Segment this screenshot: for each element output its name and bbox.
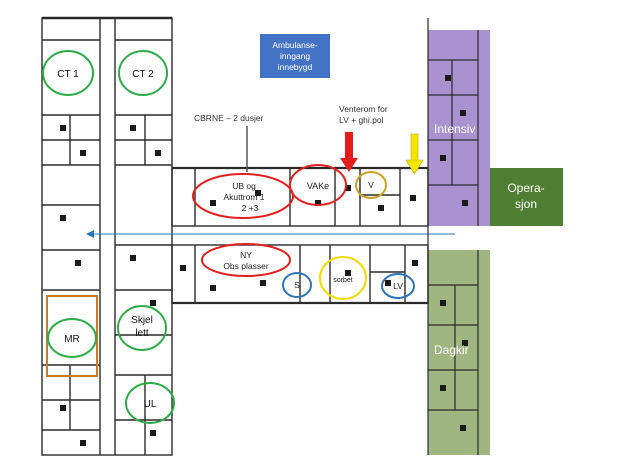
intensiv-label: Intensiv — [434, 122, 475, 136]
fixture-marks — [60, 75, 468, 446]
mr-label: MR — [64, 334, 80, 345]
lv-label: LV — [393, 281, 403, 291]
ct2-circle — [118, 50, 168, 96]
ct2-label: CT 2 — [132, 69, 154, 80]
dagkir-label: Dagkir — [434, 343, 469, 357]
intensiv-zone — [428, 30, 490, 226]
mr-circle — [47, 318, 97, 358]
ct1-label: CT 1 — [57, 69, 79, 80]
ul-circle — [125, 382, 175, 424]
ub-line1: UB og — [232, 181, 256, 191]
v-label: V — [368, 180, 374, 190]
red-arrow-icon — [340, 132, 358, 172]
skjel-label-line1: Skjel — [131, 315, 153, 326]
ub-akuttrom-circle — [192, 173, 294, 219]
cbrne-label: CBRNE – 2 dusjer — [194, 113, 264, 123]
v-circle — [355, 171, 387, 199]
callout-line3: innebygd — [278, 62, 313, 72]
ny-obs-circle — [201, 243, 291, 277]
ub-line2: Akuttrom 1 — [223, 192, 264, 202]
ambulance-callout-box — [260, 34, 330, 78]
callout-line2: inngang — [280, 51, 311, 61]
corridor-arrow-icon — [86, 230, 94, 238]
s-label: S — [294, 280, 300, 290]
operasjon-label-line2: sjon — [515, 197, 537, 211]
s-circle — [282, 272, 312, 298]
skjel-label-line2: lett — [135, 328, 149, 339]
right-wing-walls — [427, 18, 479, 455]
ub-line3: 2 +3 — [242, 203, 259, 213]
lv-circle — [381, 273, 415, 299]
ny-line2: Obs plasser — [223, 261, 269, 271]
skjel-circle — [117, 305, 167, 351]
operasjon-zone — [490, 168, 563, 226]
ny-line1: NY — [240, 250, 252, 260]
sorbet-circle — [319, 256, 367, 300]
vake-label: VAKe — [307, 181, 329, 191]
venterom-line2: LV + ghi.pol — [339, 115, 384, 125]
venterom-line1: Venterom for — [339, 104, 388, 114]
ul-label: UL — [144, 399, 157, 410]
vake-circle — [289, 164, 347, 206]
operasjon-label-line1: Opera- — [507, 181, 544, 195]
mr-frame — [46, 295, 98, 377]
sorbet-label: sorbet — [333, 277, 353, 284]
dagkir-zone — [428, 250, 490, 455]
yellow-arrow-icon — [405, 133, 424, 175]
callout-line1: Ambulanse- — [272, 40, 318, 50]
ct1-circle — [42, 50, 94, 96]
central-wing-walls — [171, 166, 429, 305]
building-walls — [41, 16, 173, 456]
